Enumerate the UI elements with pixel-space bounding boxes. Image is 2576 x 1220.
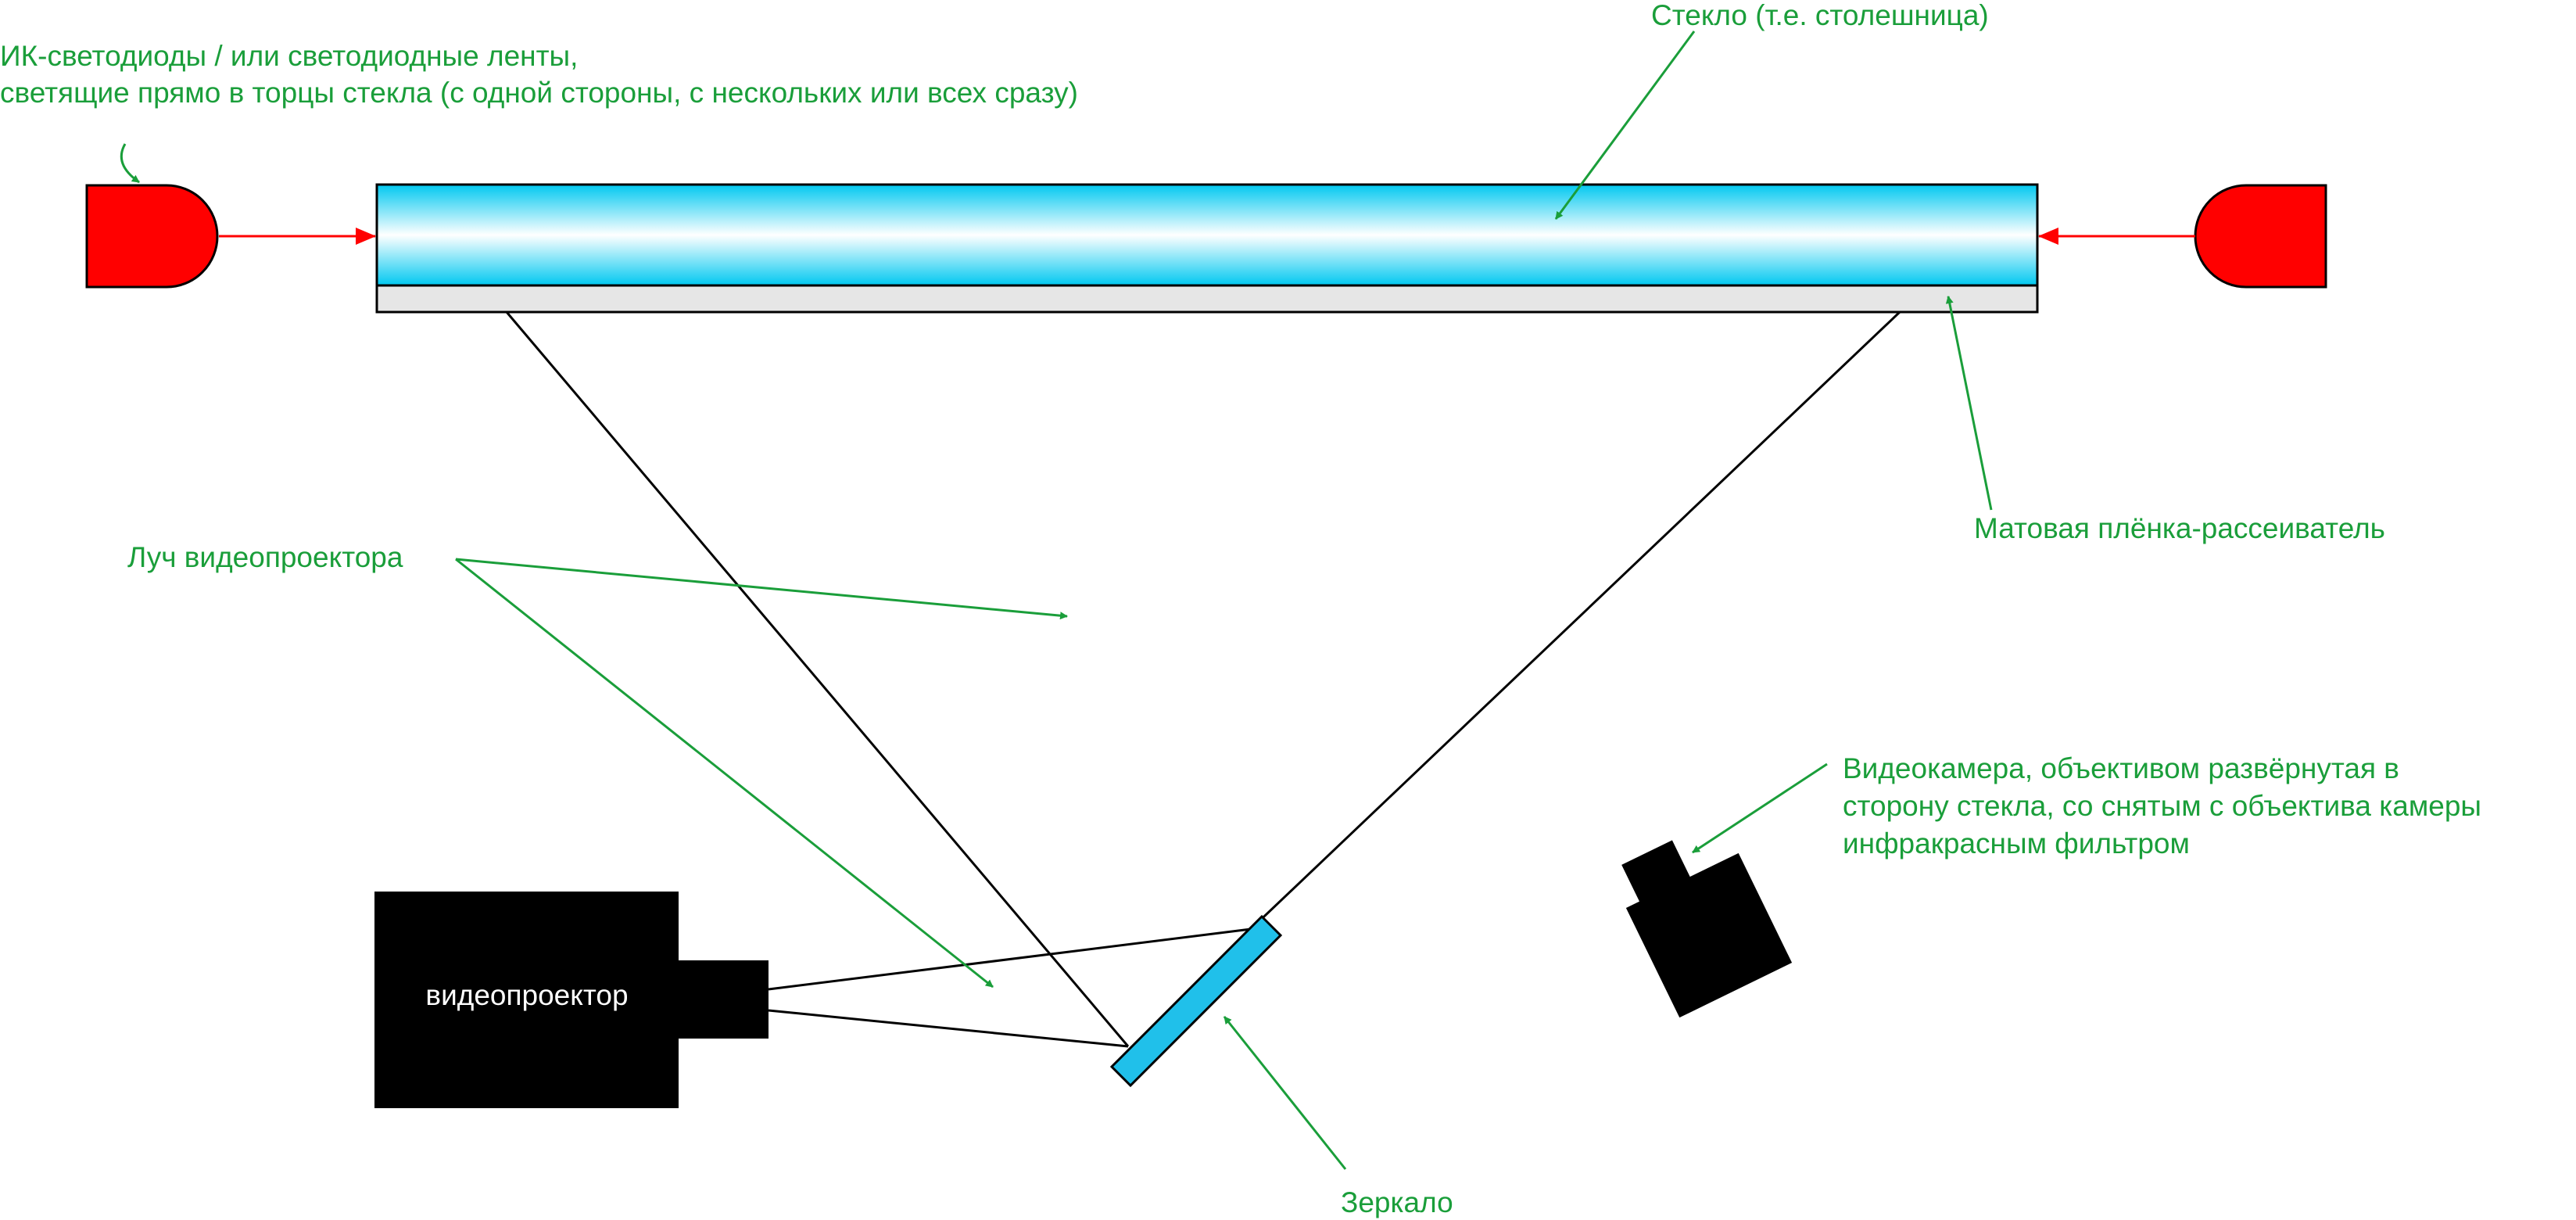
beam-reflect-left bbox=[505, 311, 1130, 1047]
projector-lens bbox=[677, 960, 769, 1039]
arrow-to-led bbox=[120, 143, 140, 184]
annotation-arrows bbox=[120, 30, 1993, 1170]
beam-line-lower bbox=[768, 1009, 1129, 1048]
ir-leds-label-line-2: светящие прямо в торцы стекла (с одной с… bbox=[0, 77, 1078, 109]
projector-body bbox=[374, 892, 679, 1108]
glass-tabletop bbox=[375, 183, 2039, 287]
camera-label: Видеокамера, объективом развёрнутая в ст… bbox=[1843, 752, 2489, 859]
glass-label: Стекло (т.е. столешница) bbox=[1651, 0, 1989, 31]
arrow-beam-lower bbox=[455, 558, 994, 989]
arrow-to-diffuser bbox=[1945, 296, 1993, 511]
diffuser-film bbox=[375, 284, 2039, 314]
camera-body bbox=[1625, 852, 1793, 1018]
ir-led-icon bbox=[2194, 184, 2327, 289]
beam-reflect-right bbox=[1249, 310, 1901, 931]
ir-led-icon bbox=[85, 184, 219, 289]
diffuser-label: Матовая плёнка-рассеиватель bbox=[1974, 512, 2385, 544]
arrow-to-glass bbox=[1554, 30, 1696, 220]
mirror-icon bbox=[1109, 914, 1283, 1088]
projector-icon bbox=[374, 892, 769, 1108]
arrow-to-camera bbox=[1692, 762, 1828, 854]
projector-label: видеопроектор bbox=[425, 979, 628, 1011]
mirror-label: Зеркало bbox=[1341, 1186, 1453, 1218]
arrow-beam-upper bbox=[455, 558, 1068, 620]
camera-lens bbox=[1621, 840, 1691, 903]
camera-label-line-1: Видеокамера, объективом развёрнутая в bbox=[1843, 752, 2399, 784]
camera-label-line-3: инфракрасным фильтром bbox=[1843, 827, 2190, 859]
projector-beam bbox=[505, 310, 1901, 1048]
arrow-to-mirror bbox=[1223, 1016, 1347, 1170]
camera-label-line-2: сторону стекла, со снятым с объектива ка… bbox=[1843, 790, 2481, 822]
ir-leds-label: ИК-светодиоды / или светодиодные ленты, … bbox=[0, 40, 1078, 109]
ir-leds-label-line-1: ИК-светодиоды / или светодиодные ленты, bbox=[0, 40, 578, 72]
projector-beam-label: Луч видеопроектора bbox=[127, 541, 403, 573]
beam-line-upper bbox=[768, 928, 1252, 991]
video-camera-icon bbox=[1621, 840, 1793, 1018]
